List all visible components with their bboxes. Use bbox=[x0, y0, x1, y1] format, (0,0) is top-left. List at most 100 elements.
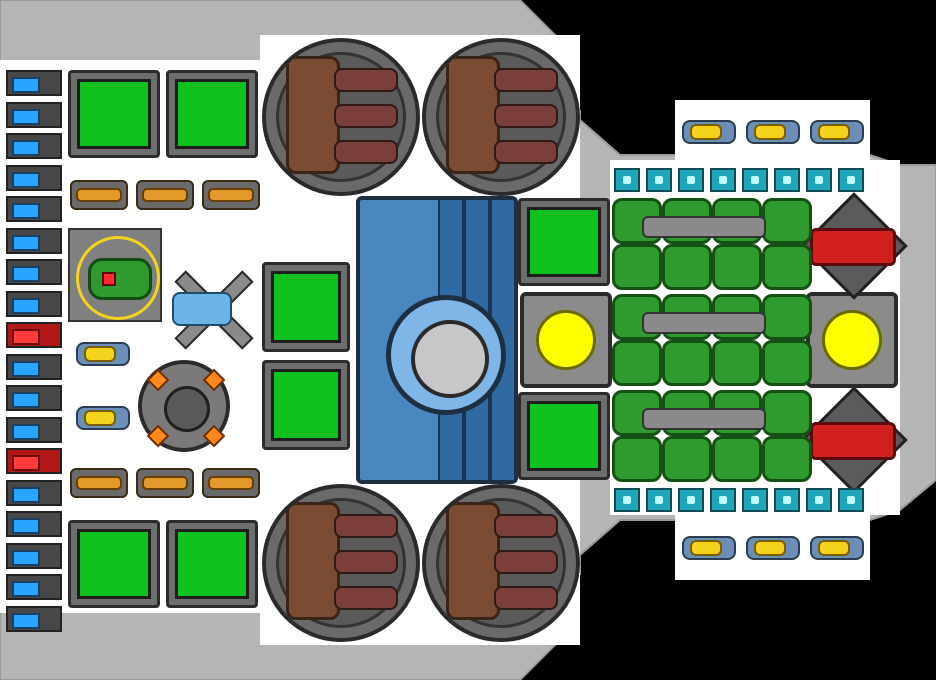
dock-slot[interactable] bbox=[6, 164, 62, 191]
sensor-gem-icon[interactable] bbox=[806, 168, 832, 192]
sensor-gem-icon[interactable] bbox=[742, 168, 768, 192]
red-dock-slot[interactable] bbox=[6, 322, 62, 348]
dock-slot[interactable] bbox=[6, 70, 62, 96]
dock-slot[interactable] bbox=[6, 290, 62, 317]
sensor-gem-icon[interactable] bbox=[710, 168, 736, 192]
cannon-top[interactable] bbox=[800, 192, 908, 300]
sensor-gem-icon[interactable] bbox=[614, 168, 640, 192]
dock-slot[interactable] bbox=[6, 259, 62, 285]
cannon-bottom[interactable] bbox=[800, 386, 908, 494]
screen-center-left-top[interactable] bbox=[262, 262, 350, 352]
tank-pipe bbox=[642, 216, 766, 238]
pod-bottom-2[interactable] bbox=[740, 524, 800, 570]
sensor-gem-icon[interactable] bbox=[774, 488, 800, 512]
orange-module-top-1[interactable] bbox=[70, 170, 128, 216]
sensor-gem-icon[interactable] bbox=[838, 168, 864, 192]
dock-slot-icon bbox=[12, 140, 40, 156]
dock-slot-icon bbox=[12, 203, 40, 219]
engine-pipe bbox=[334, 140, 398, 164]
orange-module-bottom-1[interactable] bbox=[70, 458, 128, 504]
pod-bottom-3[interactable] bbox=[804, 524, 864, 570]
pod-left-2[interactable] bbox=[70, 394, 130, 440]
sensor-gem-icon[interactable] bbox=[678, 488, 704, 512]
engine-drum-top-right[interactable] bbox=[422, 38, 580, 196]
sensor-gem-icon[interactable] bbox=[614, 488, 640, 512]
central-command-module[interactable] bbox=[356, 196, 518, 484]
tank-block-top[interactable] bbox=[612, 198, 812, 290]
pod-top-2[interactable] bbox=[740, 108, 800, 154]
pod-top-1[interactable] bbox=[676, 108, 736, 154]
sensor-gem-icon[interactable] bbox=[710, 488, 736, 512]
dock-slot[interactable] bbox=[6, 196, 62, 222]
reactor-core-icon bbox=[822, 310, 882, 370]
engine-drum-bottom-left[interactable] bbox=[262, 484, 420, 642]
engine-hull bbox=[446, 56, 500, 174]
dock-slot-icon bbox=[12, 108, 40, 125]
tank-cell bbox=[662, 340, 712, 386]
dock-slot[interactable] bbox=[6, 574, 62, 600]
screen-center-right-top[interactable] bbox=[518, 198, 610, 286]
engine-drum-bottom-right[interactable] bbox=[422, 484, 580, 642]
dock-slot[interactable] bbox=[6, 227, 62, 254]
sensor-gem-icon[interactable] bbox=[806, 488, 832, 512]
engine-pipe bbox=[494, 586, 558, 610]
pod-bottom-1[interactable] bbox=[676, 524, 736, 570]
screen-bottom-left-1[interactable] bbox=[68, 520, 160, 608]
engine-drum-top-left[interactable] bbox=[262, 38, 420, 196]
dock-slot[interactable] bbox=[6, 511, 62, 537]
dock-slot[interactable] bbox=[6, 101, 62, 128]
sensor-gem-icon[interactable] bbox=[678, 168, 704, 192]
pod-left-1[interactable] bbox=[70, 330, 130, 376]
tank-cell bbox=[612, 436, 662, 482]
pod-icon bbox=[818, 124, 850, 140]
command-dome-inner bbox=[411, 320, 489, 398]
orange-module-bottom-3[interactable] bbox=[202, 458, 260, 504]
engine-pipe bbox=[334, 68, 398, 92]
sensor-gem-icon[interactable] bbox=[774, 168, 800, 192]
dock-slot[interactable] bbox=[6, 385, 62, 411]
pod-icon bbox=[84, 346, 116, 362]
tank-cell bbox=[612, 244, 662, 290]
dock-slot-icon bbox=[12, 77, 40, 93]
dock-slot-icon bbox=[12, 581, 40, 597]
screen-top-left-1[interactable] bbox=[68, 70, 160, 158]
shield-module[interactable] bbox=[68, 228, 162, 322]
dock-slot[interactable] bbox=[6, 542, 62, 569]
orange-module-bottom-2[interactable] bbox=[136, 458, 194, 504]
sensor-gem-icon[interactable] bbox=[742, 488, 768, 512]
orange-module-icon bbox=[76, 476, 122, 490]
screen-bottom-left-2[interactable] bbox=[166, 520, 258, 608]
engine-pipe bbox=[494, 68, 558, 92]
orange-module-top-2[interactable] bbox=[136, 170, 194, 216]
reactor-left[interactable] bbox=[520, 292, 612, 388]
engine-pipe bbox=[334, 514, 398, 538]
orange-module-top-3[interactable] bbox=[202, 170, 260, 216]
dock-slot-icon bbox=[12, 392, 40, 408]
dock-slot[interactable] bbox=[6, 353, 62, 380]
dock-slot[interactable] bbox=[6, 479, 62, 506]
pod-icon bbox=[754, 124, 786, 140]
round-module[interactable] bbox=[138, 360, 230, 452]
dock-slot-icon bbox=[12, 297, 40, 314]
dock-slot[interactable] bbox=[6, 416, 62, 443]
pod-icon bbox=[690, 124, 722, 140]
pod-top-3[interactable] bbox=[804, 108, 864, 154]
screen-center-left-bottom[interactable] bbox=[262, 360, 350, 450]
green-screen bbox=[527, 401, 601, 471]
screen-top-left-2[interactable] bbox=[166, 70, 258, 158]
dock-slot-icon bbox=[12, 612, 40, 629]
dock-slot[interactable] bbox=[6, 605, 62, 632]
red-dock-slot[interactable] bbox=[6, 448, 62, 474]
cross-mount[interactable] bbox=[166, 262, 258, 354]
sensor-gem-icon[interactable] bbox=[646, 488, 672, 512]
reactor-right[interactable] bbox=[806, 292, 898, 388]
tank-block-bottom[interactable] bbox=[612, 390, 812, 482]
dock-slot-icon bbox=[12, 266, 40, 282]
dock-slot-icon bbox=[12, 423, 40, 440]
dock-slot[interactable] bbox=[6, 133, 62, 159]
sensor-gem-icon[interactable] bbox=[838, 488, 864, 512]
tank-block-mid[interactable] bbox=[612, 294, 812, 386]
screen-center-right-bottom[interactable] bbox=[518, 392, 610, 480]
sensor-gem-icon[interactable] bbox=[646, 168, 672, 192]
pod-icon bbox=[754, 540, 786, 556]
